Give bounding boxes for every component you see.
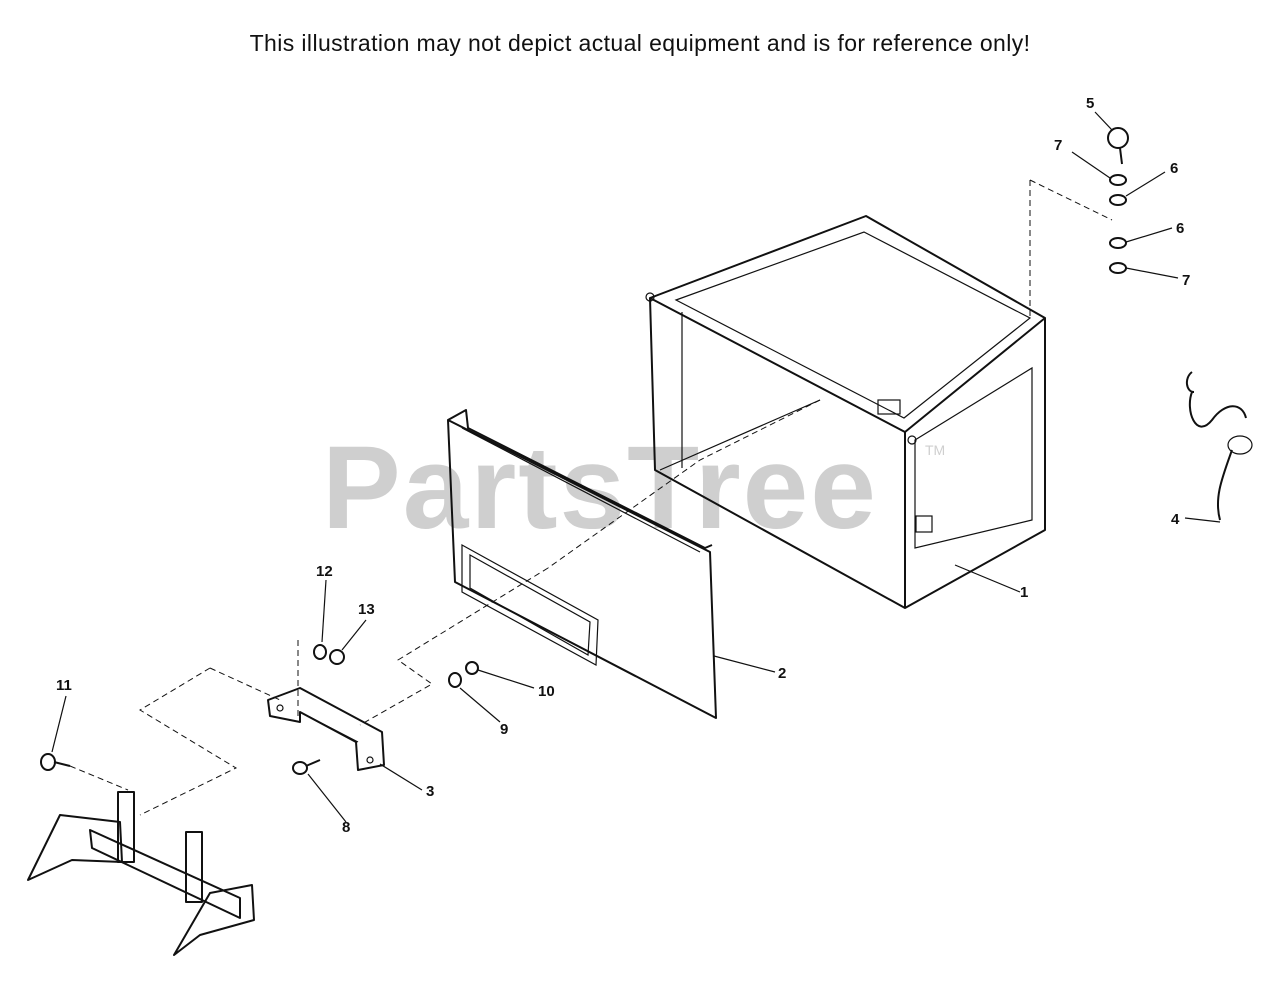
leader-lines: [51, 111, 1221, 823]
callout-9: 9: [500, 721, 508, 738]
callout-1: 1: [1020, 584, 1028, 601]
callout-6b: 6: [1176, 220, 1184, 237]
watermark-trademark: TM: [925, 442, 946, 458]
part-6-7-washers: [1109, 174, 1127, 274]
callout-labels: 1 2 3 4 5 6 6 7 7 8 9 10 11 12 13: [56, 95, 1190, 836]
assembly-dash-lines: [69, 179, 1113, 816]
mounting-frame: [27, 791, 255, 956]
part-5-lifting-ring: [1107, 127, 1129, 165]
callout-10: 10: [538, 683, 555, 700]
callout-13: 13: [358, 601, 375, 618]
part-4-wire-harness: [1186, 371, 1253, 521]
part-11-bolt: [40, 753, 71, 771]
disclaimer-text: This illustration may not depict actual …: [249, 30, 1031, 56]
callout-7b: 7: [1182, 272, 1190, 289]
callout-3: 3: [426, 783, 434, 800]
partstree-watermark: PartsTree: [322, 422, 878, 554]
part-10-washer: [465, 661, 479, 675]
part-13-washer: [329, 649, 345, 665]
callout-7a: 7: [1054, 137, 1062, 154]
callout-4: 4: [1171, 511, 1180, 528]
callout-12: 12: [316, 563, 333, 580]
callout-6a: 6: [1170, 160, 1178, 177]
part-1-housing: [645, 215, 1046, 609]
part-12-nut: [313, 644, 327, 660]
part-2-front-panel: [447, 409, 717, 719]
callout-2: 2: [778, 665, 786, 682]
part-9-washer: [448, 672, 462, 688]
callout-8: 8: [342, 819, 350, 836]
part-8-bolt: [292, 759, 321, 775]
callout-5: 5: [1086, 95, 1094, 112]
part-3-bracket: [267, 687, 385, 771]
callout-11: 11: [56, 677, 72, 694]
